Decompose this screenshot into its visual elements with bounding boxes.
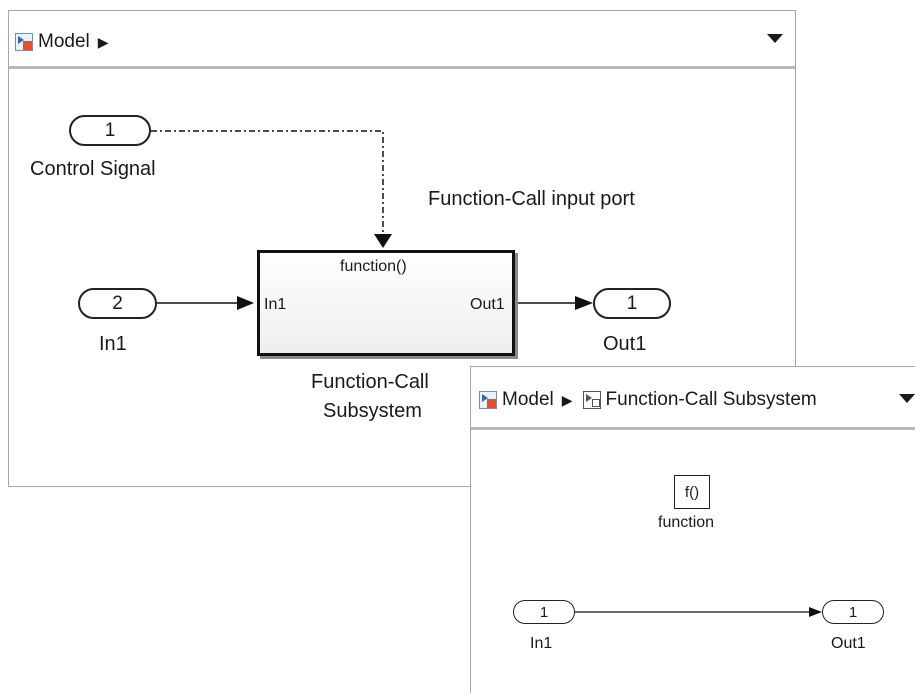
breadcrumb-arrow-icon: ▶ [561, 391, 573, 408]
in1-label: In1 [99, 333, 127, 355]
control-signal-label: Control Signal [30, 158, 156, 180]
subsystem-canvas-panel: Model ▶ Function-Call Subsystem f() func… [470, 366, 915, 693]
breadcrumb-dropdown-icon[interactable] [767, 34, 783, 43]
block-in1-port-label: In1 [264, 296, 287, 313]
function-call-arrowhead [374, 234, 392, 248]
model-icon [479, 391, 497, 409]
out1-arrowhead [575, 296, 593, 310]
subsystem-out1-outport[interactable]: 1 [822, 600, 884, 624]
subsystem-wires [575, 607, 822, 617]
subsystem-signal-arrowhead [809, 607, 822, 617]
in1-inport[interactable]: 2 [78, 288, 157, 319]
subsystem-icon [582, 391, 601, 409]
subsystem-breadcrumb-bar: Model ▶ Function-Call Subsystem [471, 367, 915, 430]
subsystem-out1-label: Out1 [831, 635, 866, 652]
control-signal-inport[interactable]: 1 [69, 115, 151, 146]
block-out1-port-label: Out1 [470, 296, 505, 313]
subsystem-in1-label: In1 [530, 635, 553, 652]
model-canvas-panel: Model ▶ [8, 10, 796, 487]
model-icon [15, 33, 33, 51]
subsystem-breadcrumb: Model ▶ Function-Call Subsystem [479, 389, 817, 411]
in1-arrowhead [237, 296, 254, 310]
breadcrumb-model-link[interactable]: Model [502, 389, 554, 410]
subsystem-breadcrumb-dropdown-icon[interactable] [899, 394, 915, 403]
subsystem-name-line2: Subsystem [323, 400, 422, 422]
function-call-annotation: Function-Call input port [428, 188, 635, 210]
breadcrumb-arrow-icon: ▶ [97, 33, 109, 50]
subsystem-in1-inport[interactable]: 1 [513, 600, 575, 624]
trigger-block[interactable]: f() [674, 475, 710, 509]
breadcrumb: Model ▶ [15, 31, 119, 53]
function-call-wire [151, 130, 384, 234]
out1-outport[interactable]: 1 [593, 288, 671, 319]
function-call-subsystem-block[interactable]: function() In1 Out1 [257, 250, 515, 356]
subsystem-name-line1: Function-Call [311, 371, 429, 393]
breadcrumb-model-link[interactable]: Model [38, 31, 90, 52]
trigger-block-label: function [658, 514, 715, 531]
breadcrumb-bar: Model ▶ [9, 11, 795, 69]
out1-label: Out1 [603, 333, 647, 355]
breadcrumb-subsystem-link[interactable]: Function-Call Subsystem [605, 389, 817, 410]
trigger-port-label: function() [340, 258, 407, 275]
